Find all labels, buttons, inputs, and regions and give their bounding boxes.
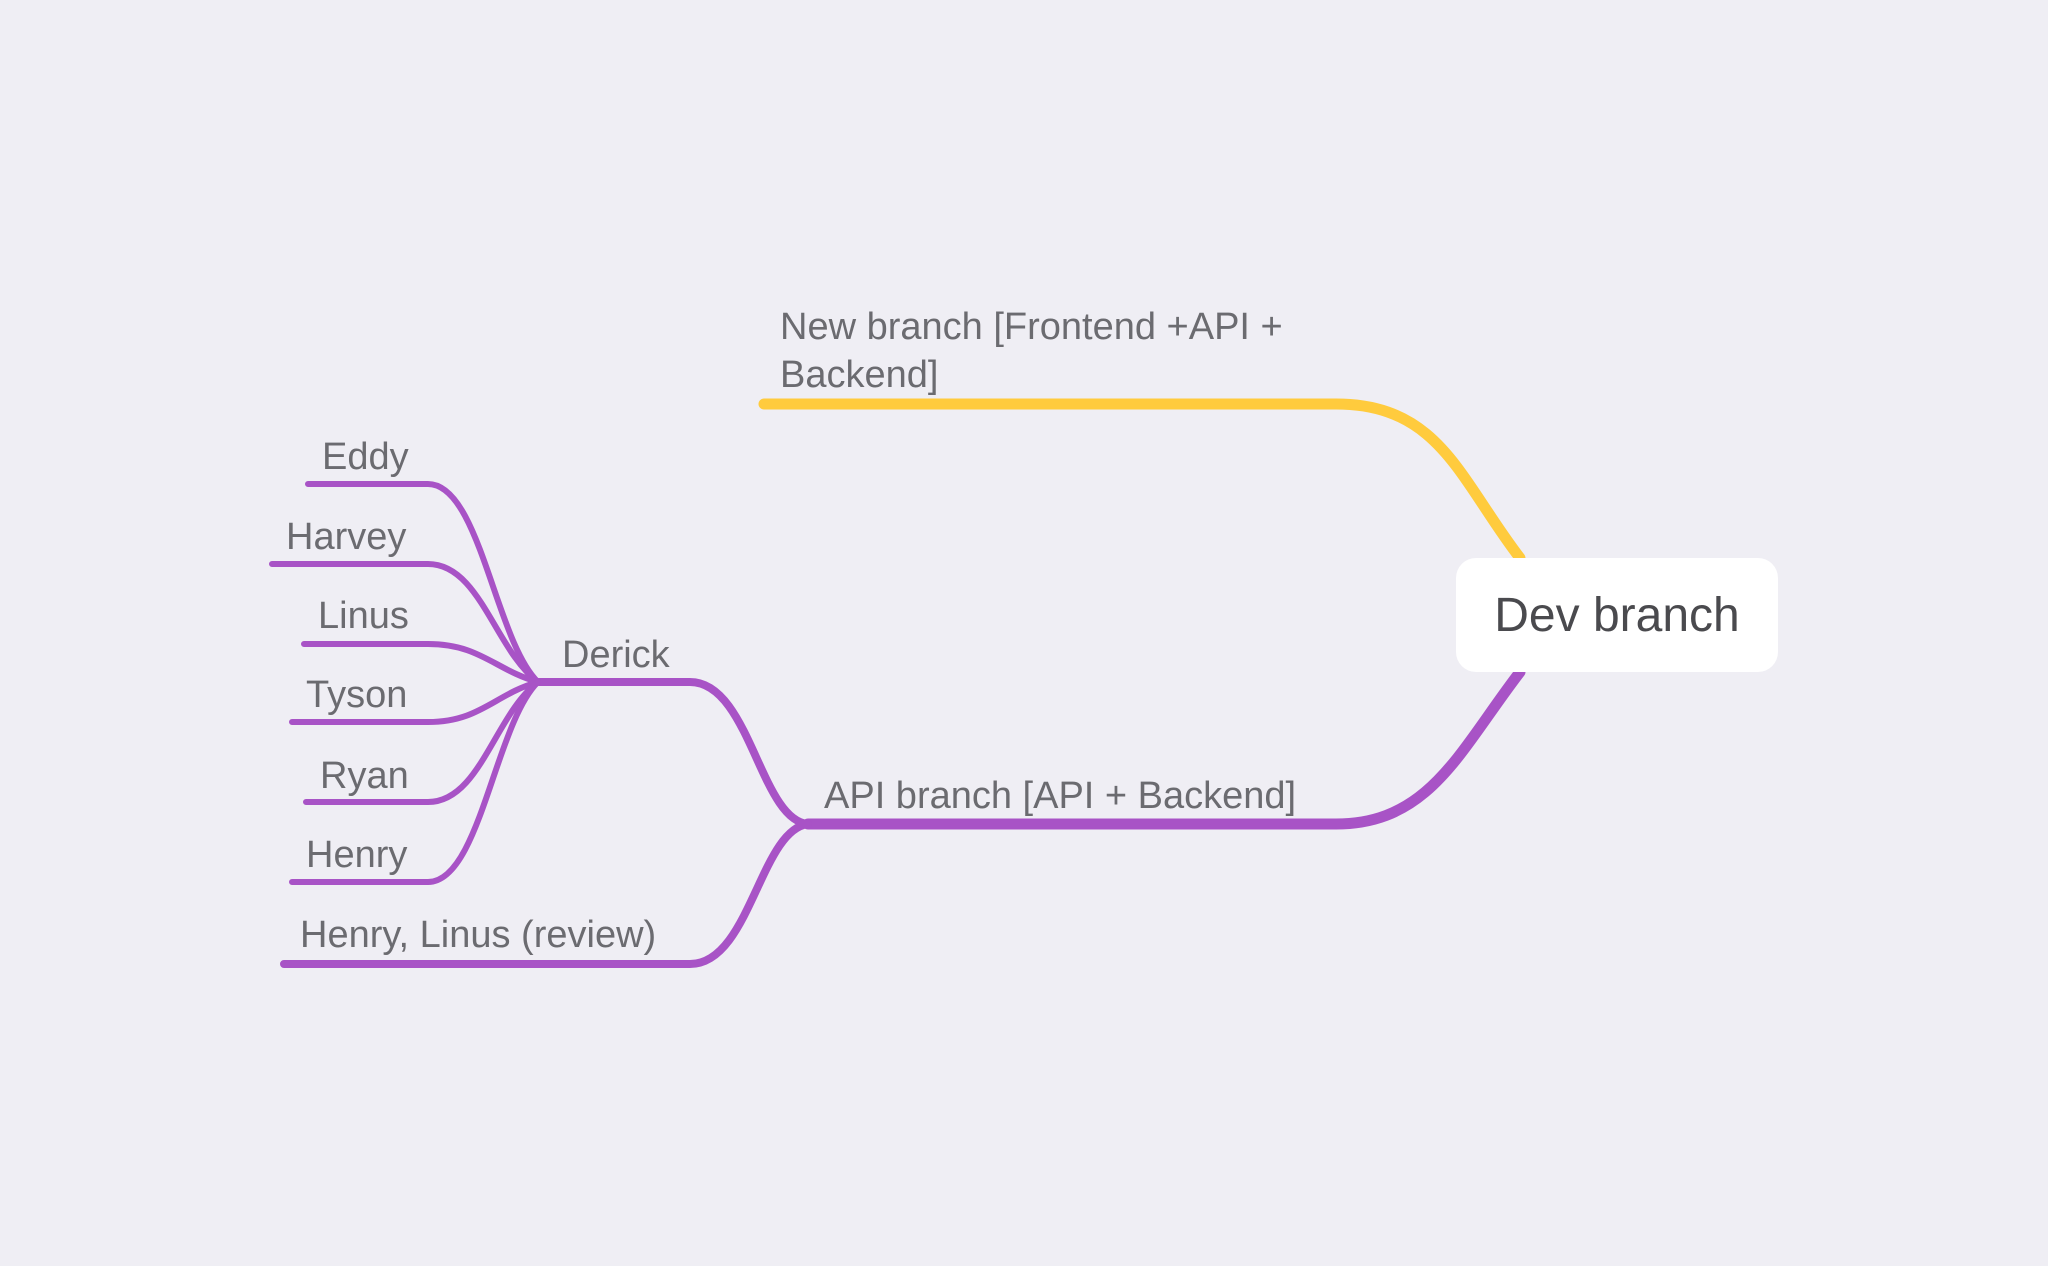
topic-linus[interactable]: Linus <box>318 592 409 640</box>
topic-henry-label: Henry <box>306 834 408 876</box>
topic-eddy[interactable]: Eddy <box>322 433 409 481</box>
connector-api-branch <box>802 666 1526 830</box>
topic-review[interactable]: Henry, Linus (review) <box>300 911 656 959</box>
topic-ryan-label: Ryan <box>320 755 409 797</box>
root-node-label: Dev branch <box>1494 588 1740 642</box>
topic-ryan[interactable]: Ryan <box>320 752 409 800</box>
topic-api-branch-label: API branch [API + Backend] <box>824 775 1297 817</box>
topic-tyson[interactable]: Tyson <box>306 671 407 719</box>
topic-derick-label: Derick <box>562 634 670 676</box>
topic-new-branch-line1: New branch [Frontend +API + <box>780 306 1283 348</box>
topic-derick[interactable]: Derick <box>562 631 670 679</box>
connector-eddy <box>305 481 541 685</box>
topic-api-branch[interactable]: API branch [API + Backend] <box>824 772 1296 820</box>
connector-henry <box>289 679 541 885</box>
topic-harvey[interactable]: Harvey <box>286 513 406 561</box>
connector-review <box>280 820 812 968</box>
connector-linus <box>301 641 541 685</box>
topic-review-label: Henry, Linus (review) <box>300 914 657 956</box>
topic-henry[interactable]: Henry <box>306 831 407 879</box>
topic-linus-label: Linus <box>318 595 409 637</box>
topic-tyson-label: Tyson <box>306 674 408 716</box>
topic-harvey-label: Harvey <box>286 516 407 558</box>
connector-tyson <box>289 679 541 725</box>
connector-ryan <box>303 679 541 805</box>
topic-new-branch[interactable]: New branch [Frontend +API + Backend] <box>780 303 1283 399</box>
connector-derick <box>534 678 812 828</box>
connector-harvey <box>269 561 541 685</box>
connector-new-branch <box>758 398 1526 564</box>
root-node[interactable]: Dev branch <box>1456 558 1778 672</box>
topic-eddy-label: Eddy <box>322 436 409 478</box>
topic-new-branch-line2: Backend] <box>780 354 939 396</box>
